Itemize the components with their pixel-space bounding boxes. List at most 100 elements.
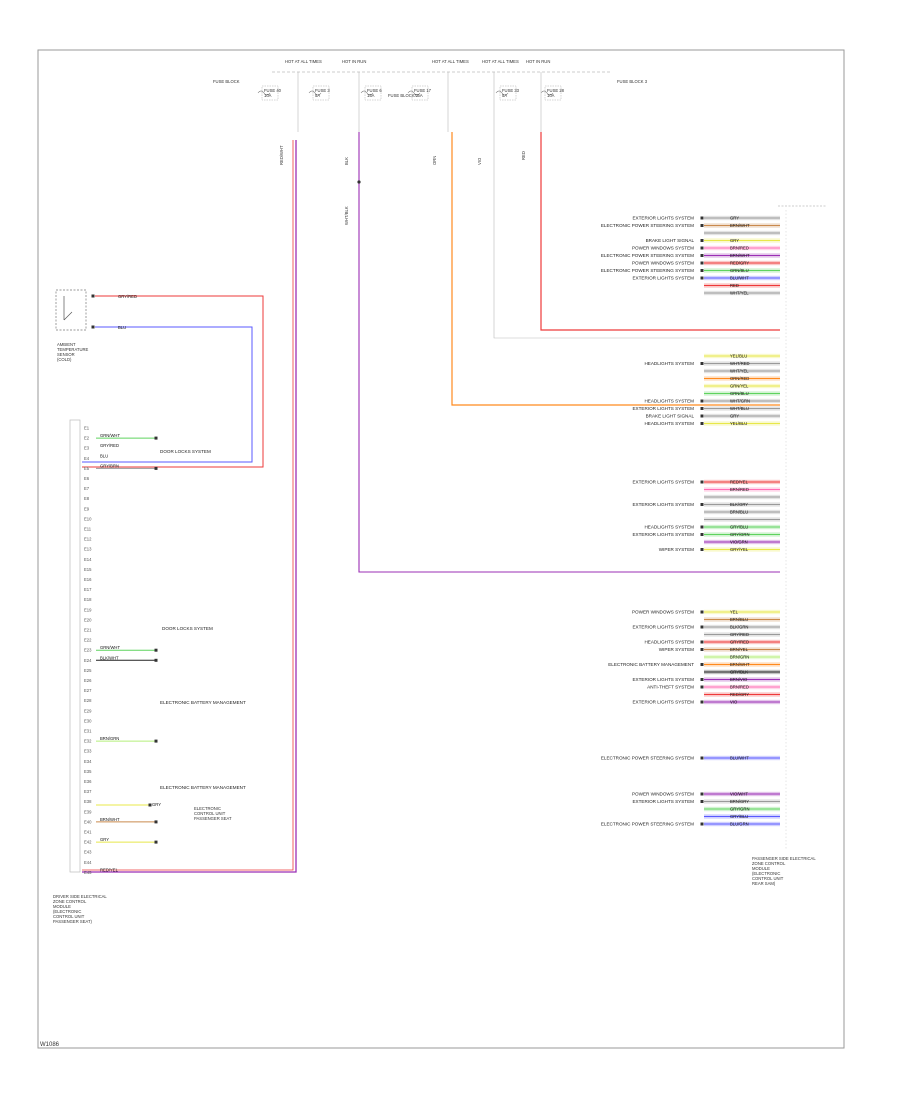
vwire-label-5: VIO <box>477 157 482 165</box>
left-wire-label: GRY <box>100 837 109 842</box>
wire-layer <box>82 72 780 873</box>
left-pin-label: E28 <box>84 698 92 703</box>
hot-label-3: HOT AT ALL TIMES <box>432 59 469 64</box>
left-pin-label: E9 <box>84 506 90 511</box>
right-wire-destination: HEADLIGHTS SYSTEM <box>644 640 694 645</box>
left-wire-label: GRN/WHT <box>100 645 120 650</box>
right-wire-label: BRN/RED <box>730 685 749 690</box>
right-wire-label: GRY/YEL <box>730 547 749 552</box>
right-wire-destination: ELECTRONIC POWER STEERING SYSTEM <box>601 253 694 258</box>
right-wire-label: VIO/WHT <box>730 792 748 797</box>
fuse-box-f1 <box>261 85 279 101</box>
sensor-thermistor-icon <box>63 296 73 321</box>
right-wire-destination: EXTERIOR LIGHTS SYSTEM <box>632 700 694 705</box>
right-wire-label: GRY <box>730 238 739 243</box>
right-module-label-4: (ELECTRONIC <box>752 871 780 876</box>
left-pin-label: E1 <box>84 426 90 431</box>
right-wire-terminal <box>700 678 704 681</box>
right-wire-terminal <box>700 239 704 242</box>
right-wire-label: GRY <box>730 216 739 221</box>
fuse-box-f3 <box>364 85 382 101</box>
right-wire-terminal <box>700 533 704 536</box>
left-pin-label: E35 <box>84 769 92 774</box>
fuse-box-f6 <box>544 85 562 101</box>
right-wire-label: BRN/YEL <box>730 647 749 652</box>
left-dest-ebm-2: ELECTRONIC BATTERY MANAGEMENT <box>160 785 246 790</box>
left-dest-door-locks: DOOR LOCKS SYSTEM <box>160 449 211 454</box>
right-wire-destination: HEADLIGHTS SYSTEM <box>644 525 694 530</box>
left-pin-label: E7 <box>84 486 90 491</box>
left-zone-control-module: E1E2E3E4E5E6E7E8E9E10E11E12E13E14E15E16E… <box>53 419 246 924</box>
fuse-label: FUSE 17 <box>414 88 432 93</box>
left-wire-label: BLU <box>100 453 108 458</box>
right-wire-label: WHT/GRN <box>730 399 750 404</box>
left-module-label-5: CONTROL UNIT <box>53 914 85 919</box>
right-wire-label: GRY/BLU <box>730 814 748 819</box>
left-pin-label: E3 <box>84 446 90 451</box>
left-pin-label: E15 <box>84 567 92 572</box>
wire-purple-left-feed <box>82 140 297 873</box>
seat-wire-label: GRY <box>152 802 161 807</box>
left-wire-terminal <box>154 820 158 824</box>
right-wire-destination: POWER WINDOWS SYSTEM <box>632 246 694 251</box>
right-wire-label: BRN/WHT <box>730 662 750 667</box>
right-wire-destination: HEADLIGHTS SYSTEM <box>644 361 694 366</box>
sensor-label-4: (COLD) <box>57 357 72 362</box>
vwire-label-1: RED/WHT <box>279 145 284 165</box>
right-wire-label: BRN/WHT <box>730 253 750 258</box>
right-wire-destination: WIPER SYSTEM <box>659 647 694 652</box>
left-pin-label: E41 <box>84 830 92 835</box>
wire-sensor-red <box>82 295 264 468</box>
sensor-wire2-label: BLU <box>118 325 126 330</box>
diagram-frame <box>37 49 845 1049</box>
right-wire-terminal <box>700 756 704 760</box>
sensor-pin-dot <box>91 294 95 298</box>
left-pin-label: E37 <box>84 789 92 794</box>
right-wire-terminal <box>700 407 704 410</box>
fuse-box-f2 <box>312 85 330 101</box>
right-wire-destination: BRAKE LIGHT SIGNAL <box>646 414 695 419</box>
left-module-label-4: (ELECTRONIC <box>53 909 81 914</box>
box-label-1: FUSE BLOCK <box>213 79 240 84</box>
right-wire-terminal <box>700 700 704 704</box>
right-wire-label: BRN/BLU <box>730 510 748 515</box>
right-wire-destination: EXTERIOR LIGHTS SYSTEM <box>632 532 694 537</box>
right-wire-terminal <box>700 548 704 551</box>
right-wire-terminal <box>700 362 704 365</box>
sensor-label-1: AMBIENT <box>57 342 76 347</box>
left-module-connector <box>69 419 81 873</box>
right-wire-destination: BRAKE LIGHT SIGNAL <box>646 238 695 243</box>
left-wire-label: BLK/WHT <box>100 655 119 660</box>
right-wire-terminal <box>700 261 704 265</box>
left-wire-terminal <box>154 648 158 652</box>
left-pin-label: E8 <box>84 496 90 501</box>
left-pin-label: E19 <box>84 607 92 612</box>
left-wire-label: GRY/RED <box>100 443 119 448</box>
box-label-3: FUSE BLOCK 3 <box>617 79 648 84</box>
right-wire-terminal <box>700 663 704 666</box>
right-wire-terminal <box>700 269 704 272</box>
left-wire-label: BRN/WHT <box>100 817 120 822</box>
fuse-label: FUSE 6 <box>367 88 382 93</box>
left-pin-label: E40 <box>84 819 92 824</box>
right-wire-destination: EXTERIOR LIGHTS SYSTEM <box>632 480 694 485</box>
right-wire-destination: ELECTRONIC POWER STEERING SYSTEM <box>601 223 694 228</box>
left-pin-label: E44 <box>84 860 92 865</box>
seat-terminal <box>148 803 152 807</box>
left-wire-terminal <box>154 840 158 844</box>
fuse-rating: 7.5A <box>414 93 423 98</box>
right-wire-label: YEL/BLU <box>730 421 747 426</box>
right-wire-terminal <box>700 640 704 644</box>
right-wire-label: GRY/RED <box>730 640 749 645</box>
left-pin-label: E23 <box>84 648 92 653</box>
right-wire-destination: EXTERIOR LIGHTS SYSTEM <box>632 216 694 221</box>
seat-label-2: CONTROL UNIT <box>194 811 226 816</box>
left-pin-label: E32 <box>84 739 92 744</box>
left-pin-label: E43 <box>84 850 92 855</box>
hot-label-5: HOT IN RUN <box>526 59 550 64</box>
right-wire-label: WHT/YEL <box>730 291 749 296</box>
left-pin-label: E10 <box>84 516 92 521</box>
right-wire-terminal <box>700 246 704 250</box>
right-wire-label: GRN/YEL <box>730 384 749 389</box>
left-dest-ebm-1: ELECTRONIC BATTERY MANAGEMENT <box>160 700 246 705</box>
